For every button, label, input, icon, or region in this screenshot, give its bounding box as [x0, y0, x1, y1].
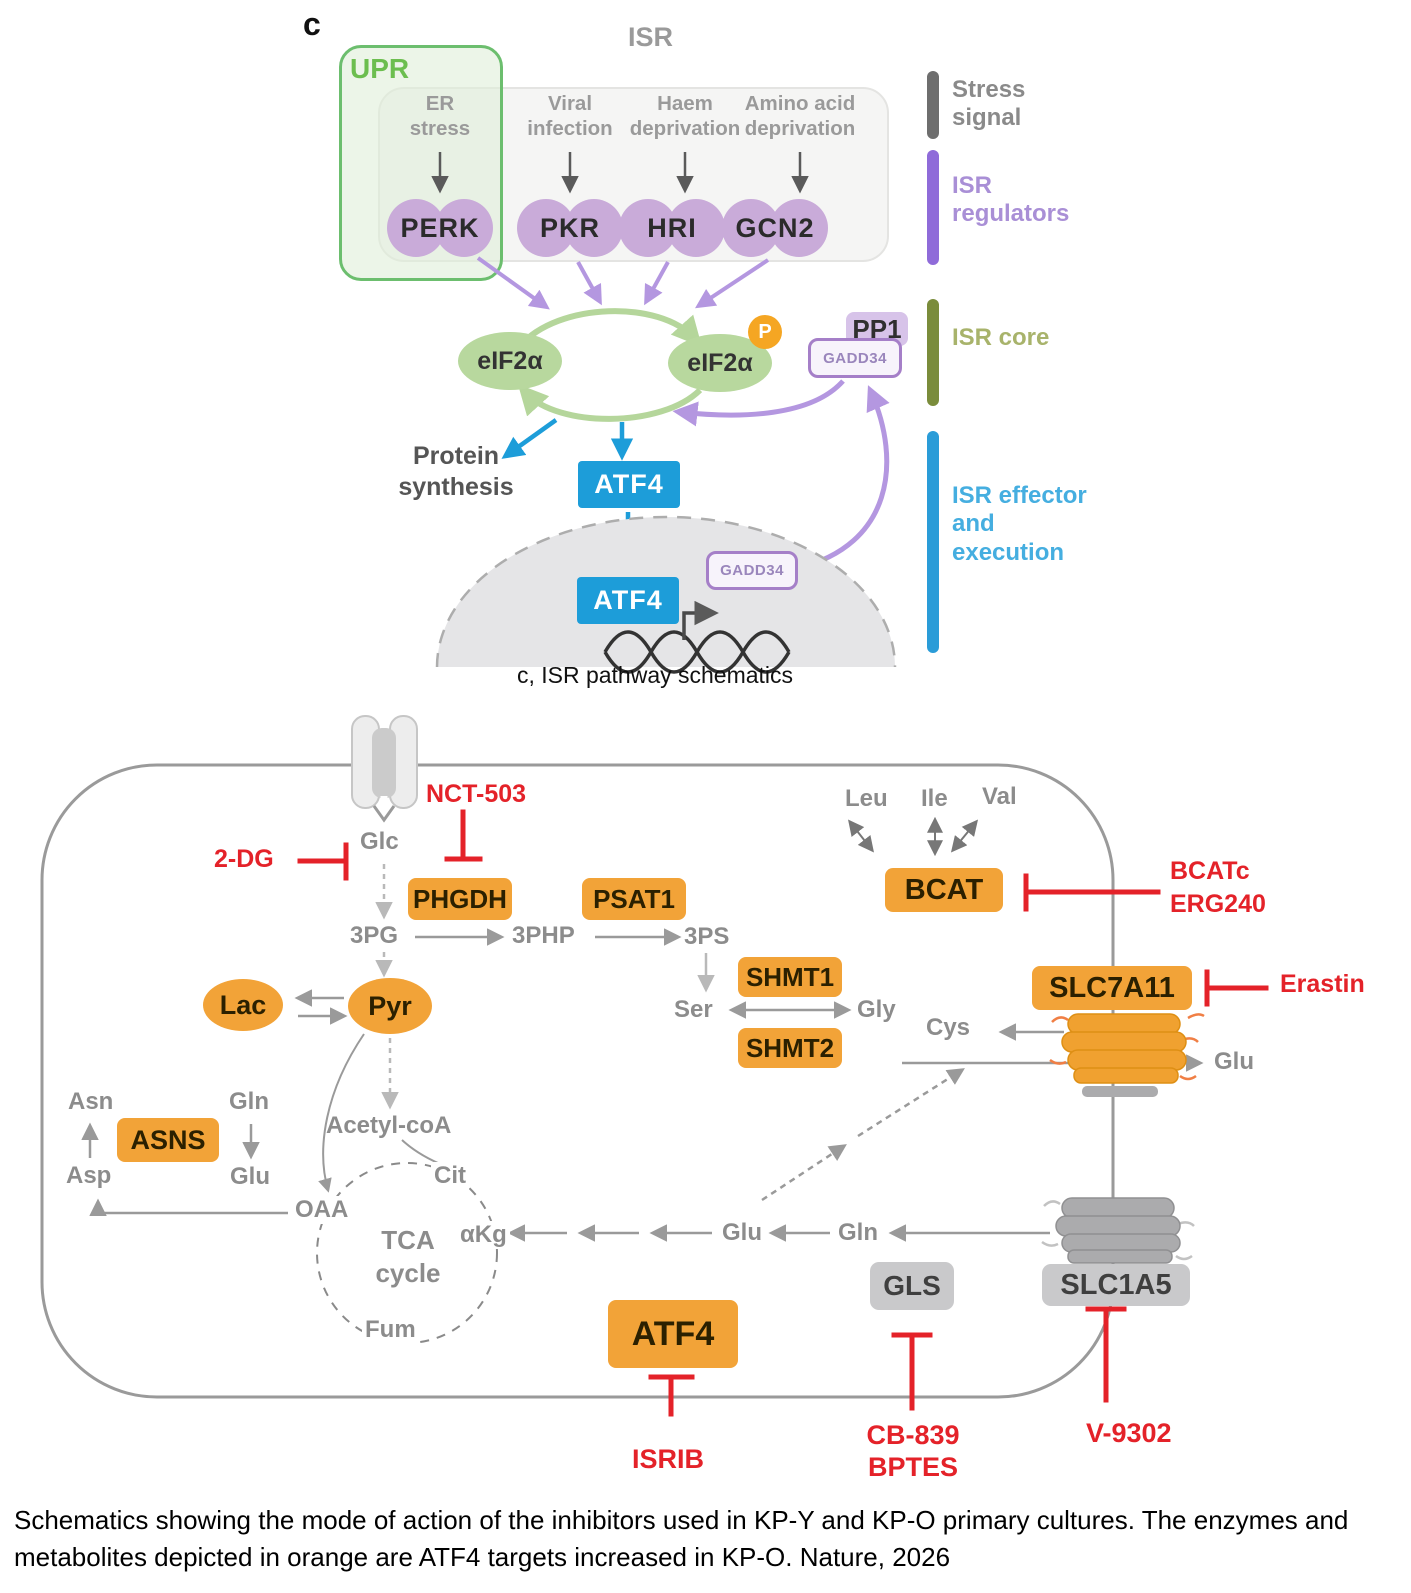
metabolite-glc: Glc — [360, 828, 399, 855]
metabolite-glu-left: Glu — [230, 1163, 270, 1190]
metabolite-acetylcoa: Acetyl-coA — [326, 1112, 452, 1139]
transcription-arrow — [682, 600, 719, 640]
metabolite-cit: Cit — [431, 1162, 469, 1190]
enzyme-gls: GLS — [870, 1262, 954, 1310]
isr-title: ISR — [628, 22, 674, 52]
gadd34-nucleus-node: GADD34 — [706, 551, 798, 590]
tca-cycle-label: TCA cycle — [375, 1225, 441, 1288]
kinase-gcn2: GCN2 — [722, 199, 828, 257]
inhibitor-2dg: 2-DG — [214, 845, 274, 873]
gadd34-cyto-node: GADD34 — [808, 338, 902, 378]
enzyme-asns: ASNS — [117, 1118, 219, 1162]
legend-label-isr-regulators: ISR regulators — [952, 172, 1070, 228]
protein-synthesis-label: Protein synthesis — [398, 442, 514, 502]
metabolite-pyr-node: Pyr — [348, 978, 432, 1034]
figure-caption: Schematics showing the mode of action of… — [14, 1505, 1349, 1572]
enzyme-shmt1: SHMT1 — [738, 957, 842, 997]
enzyme-shmt2: SHMT2 — [738, 1028, 842, 1068]
metabolite-fum: Fum — [362, 1316, 419, 1344]
metabolite-cys: Cys — [926, 1014, 971, 1041]
stressor-er-stress: ER stress — [409, 92, 471, 140]
metabolite-gln-left: Gln — [229, 1088, 269, 1115]
atf4-nucleus-node: ATF4 — [577, 577, 679, 624]
metabolite-gln-row: Gln — [838, 1219, 878, 1246]
metabolite-asp: Asp — [66, 1162, 112, 1189]
enzyme-phgdh: PHGDH — [408, 878, 512, 920]
metabolite-akg: αKg — [457, 1221, 510, 1249]
kinase-hri: HRI — [619, 199, 725, 257]
kinase-perk: PERK — [387, 199, 493, 257]
metabolite-asn: Asn — [68, 1088, 114, 1115]
metabolite-glu-row: Glu — [722, 1219, 762, 1246]
atf4-cyto-node: ATF4 — [578, 461, 680, 508]
metabolite-val: Val — [982, 783, 1017, 810]
metabolite-gly: Gly — [857, 996, 896, 1023]
panel-c-caption: c, ISR pathway schematics — [516, 662, 794, 688]
metabolite-3php: 3PHP — [512, 922, 575, 949]
stressor-haem-deprivation: Haem deprivation — [629, 92, 741, 140]
inhibitor-nct503: NCT-503 — [426, 780, 527, 808]
gadd34-feedback-arrows — [672, 379, 890, 571]
metabolite-lac-node: Lac — [203, 979, 283, 1031]
kinase-circle — [435, 199, 493, 257]
metabolite-oaa: OAA — [292, 1196, 352, 1224]
metabolite-3pg: 3PG — [350, 922, 399, 949]
kinase-label: HRI — [647, 212, 697, 243]
dna-helix — [603, 630, 791, 674]
inhibitor-bcatc: BCATc — [1170, 857, 1250, 885]
inhibitor-isrib: ISRIB — [632, 1444, 705, 1474]
tf-atf4-node: ATF4 — [608, 1300, 738, 1368]
metabolite-ile: Ile — [921, 785, 948, 812]
slc1a5-transporter-icon — [1041, 1197, 1195, 1264]
panel-label: c — [303, 6, 321, 42]
inhibitor-lines — [297, 809, 1269, 1417]
kinase-circle — [565, 199, 623, 257]
stressor-amino-acid-deprivation: Amino acid deprivation — [744, 92, 856, 140]
inhibitor-v9302: V-9302 — [1086, 1418, 1172, 1448]
legend-bar-isr-core — [927, 299, 939, 406]
upr-label: UPR — [350, 53, 410, 84]
metabolite-leu: Leu — [845, 785, 888, 812]
legend-bar-isr-regulators — [927, 150, 939, 265]
phosphate-badge: P — [748, 315, 782, 349]
inhibitor-erastin: Erastin — [1280, 970, 1365, 998]
kinase-label: PKR — [539, 212, 600, 243]
stressor-viral-infection: Viral infection — [527, 92, 613, 140]
legend-label-isr-effector: ISR effector and execution — [952, 482, 1087, 566]
transporter-slc1a5: SLC1A5 — [1042, 1264, 1190, 1306]
legend-label-isr-core: ISR core — [952, 324, 1050, 351]
inhibitor-cb839: CB-839 — [866, 1420, 960, 1450]
kinase-label: PERK — [400, 212, 480, 243]
metabolite-ser: Ser — [674, 996, 713, 1023]
eif2a-node: eIF2α — [458, 332, 562, 390]
kinase-circle — [667, 199, 725, 257]
enzyme-psat1: PSAT1 — [582, 878, 686, 920]
inhibitor-bptes: BPTES — [867, 1452, 959, 1482]
enzyme-bcat: BCAT — [885, 868, 1003, 912]
legend-bar-isr-effector — [927, 431, 939, 653]
kinase-to-eif2a-arrows — [476, 256, 770, 310]
metabolite-glu-export: Glu — [1214, 1048, 1254, 1075]
bcaa-arrows — [848, 816, 979, 857]
slc7a11-transporter-icon — [1049, 1013, 1205, 1097]
kinase-label: GCN2 — [735, 212, 815, 243]
transporter-slc7a11: SLC7A11 — [1032, 966, 1192, 1010]
stress-to-kinase-arrows — [431, 152, 809, 194]
inhibitor-erg240: ERG240 — [1170, 890, 1266, 918]
legend-bar-stress-signal — [927, 71, 939, 139]
metabolite-3ps: 3PS — [684, 923, 730, 950]
kinase-pkr: PKR — [517, 199, 623, 257]
kinase-circle — [770, 199, 828, 257]
glucose-transporter-icon — [351, 715, 418, 823]
legend-label-stress-signal: Stress signal — [952, 76, 1026, 132]
